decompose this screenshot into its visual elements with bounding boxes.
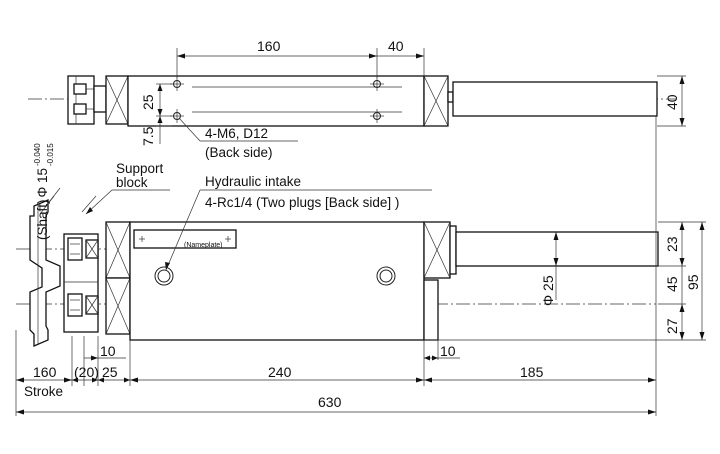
- hole-spec-label: 4-M6, D12: [205, 126, 268, 141]
- front-port-upper: [67, 237, 83, 261]
- dim-10-left-label: 10: [100, 343, 116, 359]
- top-view: 160 40 25 7.5: [28, 38, 686, 160]
- top-dim-40-label: 40: [388, 38, 404, 54]
- front-dim-95-label: 95: [685, 274, 701, 290]
- dim-630: 630: [16, 394, 656, 415]
- top-dim-40: 40: [377, 38, 425, 76]
- shaft-tol-lower: -0.015: [46, 143, 55, 166]
- top-port-lower: [73, 103, 87, 115]
- dim-10-right-label: 10: [440, 343, 456, 359]
- top-dim-25-label: 25: [140, 94, 156, 110]
- top-dim-7-5: 7.5: [140, 116, 172, 146]
- dim-630-label: 630: [318, 394, 342, 410]
- hydraulic-spec: 4-Rc1/4 (Two plugs [Back side] ): [205, 195, 399, 210]
- top-dim-160-label: 160: [257, 38, 281, 54]
- nameplate: [133, 229, 237, 249]
- stroke-label: Stroke: [24, 384, 63, 399]
- front-view: (Nameplate) Φ 25: [16, 143, 706, 347]
- dim-10-left: 10: [84, 343, 126, 361]
- bottom-dimensions: 10 10 160 (20) 25 240 185 Stroke: [15, 116, 657, 416]
- top-dim-40-right: 40: [657, 75, 686, 127]
- shaft-label: (Shaft)Φ 15: [35, 168, 50, 240]
- nameplate-label: (Nameplate): [184, 242, 223, 249]
- front-dim-45-label: 45: [664, 276, 680, 292]
- top-dim-40-right-label: 40: [664, 94, 680, 110]
- top-port-upper: [73, 83, 87, 95]
- front-right-dims: 23 45 27 95: [424, 221, 706, 341]
- shaft-support-bracket: [29, 199, 61, 347]
- top-dim-160: 160: [176, 38, 378, 78]
- front-dim-23-label: 23: [664, 236, 680, 252]
- dim-160-label: 160: [33, 364, 57, 380]
- top-left-collar: [93, 85, 107, 113]
- shaft-callout: (Shaft)Φ 15 -0.040 -0.015: [33, 143, 61, 240]
- dim-20-label: (20): [74, 364, 99, 380]
- hydraulic-ports: [154, 266, 396, 286]
- front-dia-25-label: Φ 25: [540, 275, 556, 306]
- front-dim-27-label: 27: [664, 318, 680, 334]
- dim-185-label: 185: [520, 364, 544, 380]
- top-left-end-cap: [67, 75, 95, 125]
- front-right-flange: [449, 225, 457, 275]
- dim-240-label: 240: [268, 364, 292, 380]
- front-dia-25: Φ 25: [540, 232, 559, 306]
- dim-10-right: 10: [424, 343, 460, 361]
- shaft-tol-upper: -0.040: [33, 143, 42, 166]
- top-mounting-holes: [170, 77, 384, 123]
- support-block-line1: Support: [116, 161, 164, 176]
- top-right-stub: [447, 91, 454, 103]
- hydraulic-callout: Hydraulic intake 4-Rc1/4 (Two plugs [Bac…: [165, 174, 432, 271]
- top-dim-25: 25: [140, 83, 172, 117]
- top-dim-7-5-label: 7.5: [140, 126, 156, 146]
- hole-spec-note: (Back side): [205, 145, 273, 160]
- support-block-callout: Support block: [81, 161, 170, 215]
- hole-callout: 4-M6, D12 (Back side): [178, 117, 298, 160]
- dim-25-label: 25: [102, 364, 118, 380]
- front-right-support-lower: [423, 279, 439, 341]
- front-port-lower: [67, 293, 83, 317]
- top-piston-rod: [452, 81, 658, 117]
- hydraulic-title: Hydraulic intake: [205, 174, 301, 189]
- support-block-line2: block: [116, 175, 148, 190]
